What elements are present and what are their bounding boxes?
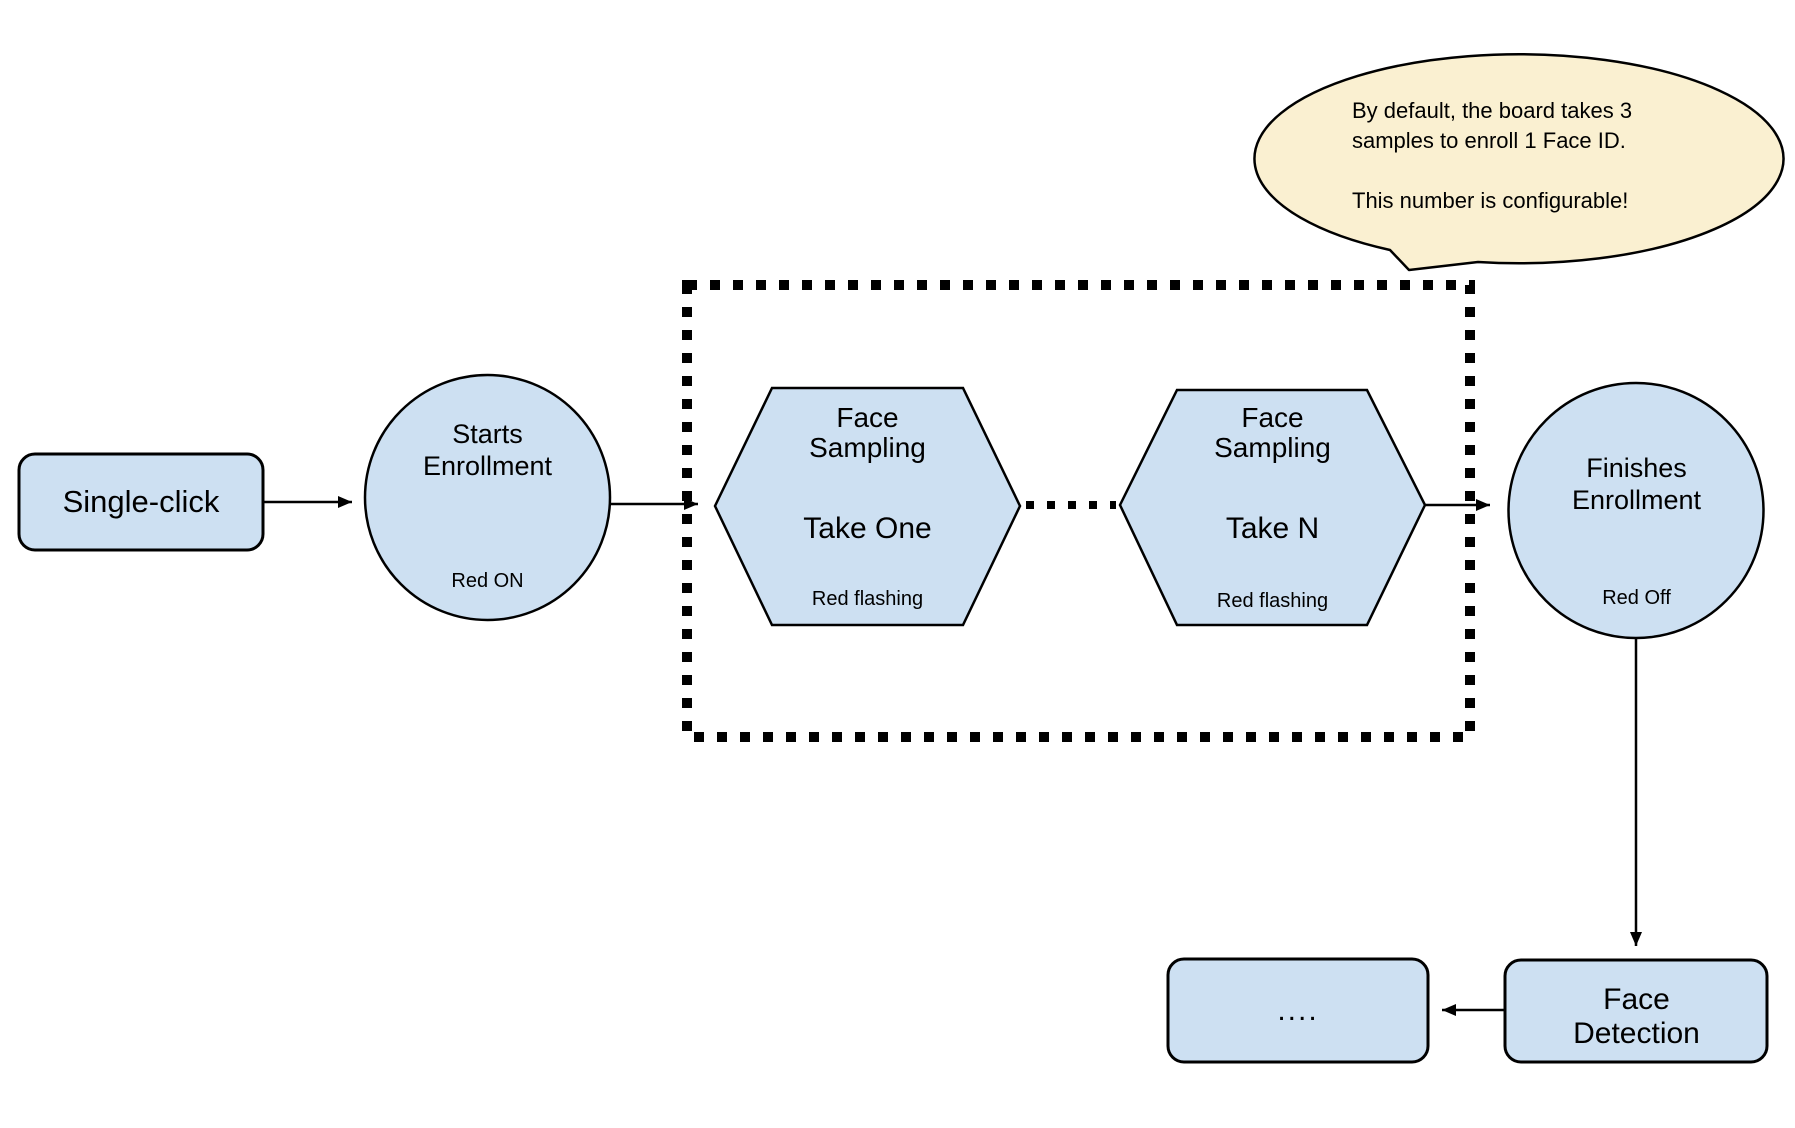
finishes-enrollment-status: Red Off — [1602, 587, 1671, 609]
face-detection-node — [1503, 958, 1769, 1064]
starts-enrollment-title: Starts Enrollment — [422, 419, 553, 481]
callout-line-4: This number is configurable! — [1352, 188, 1629, 213]
continuation-node — [1166, 957, 1430, 1064]
starts-enrollment-node — [363, 373, 612, 622]
single-click-node — [17, 452, 265, 552]
face-sampling-one-status: Red flashing — [811, 588, 924, 610]
callout-bubble — [1253, 53, 1785, 272]
face-sampling-n-status: Red flashing — [1216, 590, 1329, 612]
face-sampling-one-node — [713, 386, 1022, 627]
finishes-enrollment-node — [1507, 381, 1765, 640]
face-sampling-n-node — [1118, 388, 1427, 627]
callout-line-2: samples to enroll 1 Face ID. — [1352, 128, 1626, 153]
callout-line-1: By default, the board takes 3 — [1352, 98, 1633, 123]
face-sampling-one-title: Face Sampling — [809, 402, 926, 463]
face-sampling-n-take: Take N — [1225, 512, 1320, 545]
single-click-label: Single-click — [62, 484, 220, 519]
finishes-enrollment-title: Finishes Enrollment — [1571, 453, 1702, 515]
continuation-label: .... — [1277, 993, 1319, 1027]
face-detection-label: Face Detection — [1573, 983, 1700, 1050]
face-sampling-one-take: Take One — [803, 512, 932, 545]
sampling-group-dotted-border — [682, 280, 1475, 742]
face-sampling-n-title: Face Sampling — [1214, 402, 1331, 463]
starts-enrollment-status: Red ON — [451, 570, 524, 592]
